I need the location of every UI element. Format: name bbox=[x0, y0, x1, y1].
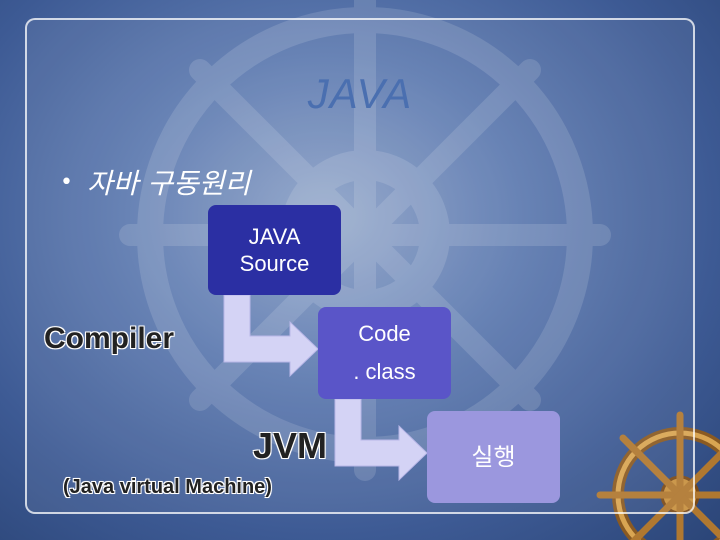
bullet-item: • 자바 구동원리 bbox=[60, 162, 250, 202]
jvm-subtitle: (Java virtual Machine) bbox=[63, 476, 272, 498]
class-line2: . class bbox=[353, 359, 416, 385]
compiler-label: Compiler bbox=[44, 322, 175, 355]
source-line1: JAVA bbox=[248, 223, 301, 249]
code-class-box: Code . class bbox=[318, 307, 451, 399]
java-source-box: JAVA Source bbox=[208, 205, 341, 295]
run-box: 실행 bbox=[427, 411, 560, 503]
run-label: 실행 bbox=[471, 443, 516, 471]
class-line1: Code bbox=[358, 321, 411, 347]
bullet-text: 자바 구동원리 bbox=[86, 167, 251, 200]
ship-wheel-corner-icon bbox=[596, 411, 720, 540]
slide-title: JAVA bbox=[307, 70, 413, 117]
jvm-label: JVM bbox=[253, 425, 328, 466]
source-line2: Source bbox=[239, 251, 310, 276]
bullet-dot-icon: • bbox=[60, 169, 73, 195]
